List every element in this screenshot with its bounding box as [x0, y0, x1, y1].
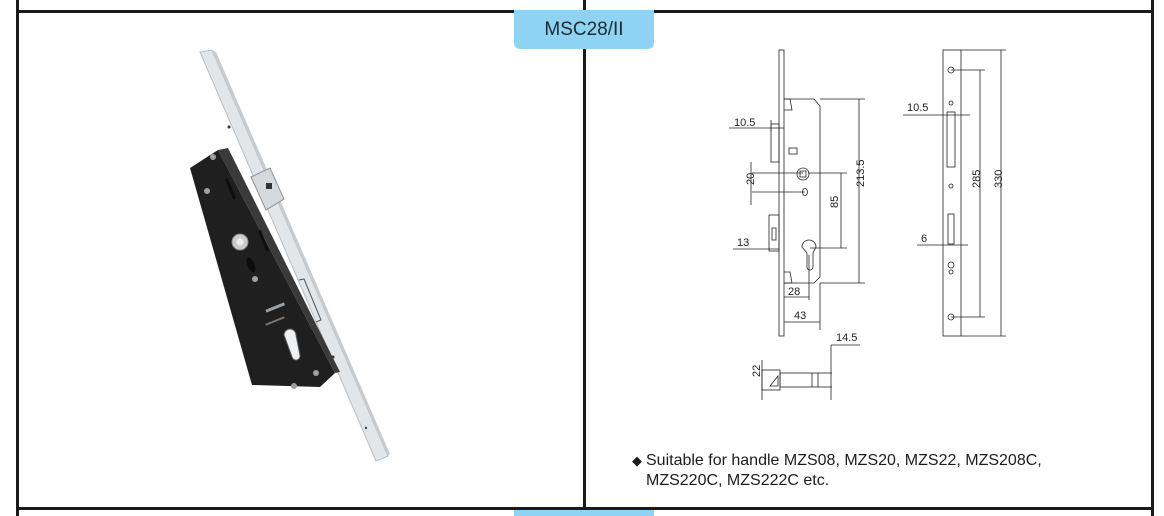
model-name: MSC28/II	[544, 18, 624, 40]
dim-side-10-5: 10.5	[734, 117, 755, 129]
frame-right-border	[1151, 0, 1154, 516]
dimension-drawing: 10.5 20 13 85 213.5 28 43	[729, 49, 1006, 400]
frame-left-border	[16, 0, 19, 516]
side-view-drawing	[729, 49, 865, 337]
diamond-bullet-icon: ◆	[632, 453, 642, 468]
dim-latch-14-5: 14.5	[836, 332, 857, 344]
dim-front-6: 6	[921, 233, 927, 245]
compatibility-note: ◆ Suitable for handle MZS08, MZS20, MZS22…	[632, 451, 1042, 491]
product-image-panel	[19, 13, 583, 507]
model-label-tab: MSC28/II	[514, 10, 654, 49]
dim-side-43: 43	[794, 310, 806, 322]
front-view-drawing	[903, 49, 1006, 337]
dim-side-213-5: 213.5	[855, 159, 867, 187]
dim-side-20: 20	[745, 173, 757, 185]
dim-latch-22: 22	[751, 365, 763, 377]
frame-center-divider	[583, 0, 586, 516]
dim-front-330: 330	[993, 170, 1005, 188]
dim-side-85: 85	[829, 196, 841, 208]
dim-front-285: 285	[971, 170, 983, 188]
latch-detail-drawing	[761, 344, 860, 400]
lock-body-render	[190, 49, 390, 462]
note-line-1: Suitable for handle MZS08, MZS20, MZS22,…	[646, 452, 1042, 469]
note-line-2: MZS220C, MZS222C etc.	[646, 472, 830, 489]
technical-drawing-panel: 10.5 20 13 85 213.5 28 43	[586, 13, 1151, 507]
dim-front-10-5: 10.5	[907, 102, 928, 114]
dim-side-28: 28	[788, 286, 800, 298]
next-model-tab	[514, 510, 654, 516]
dim-side-13: 13	[737, 237, 749, 249]
